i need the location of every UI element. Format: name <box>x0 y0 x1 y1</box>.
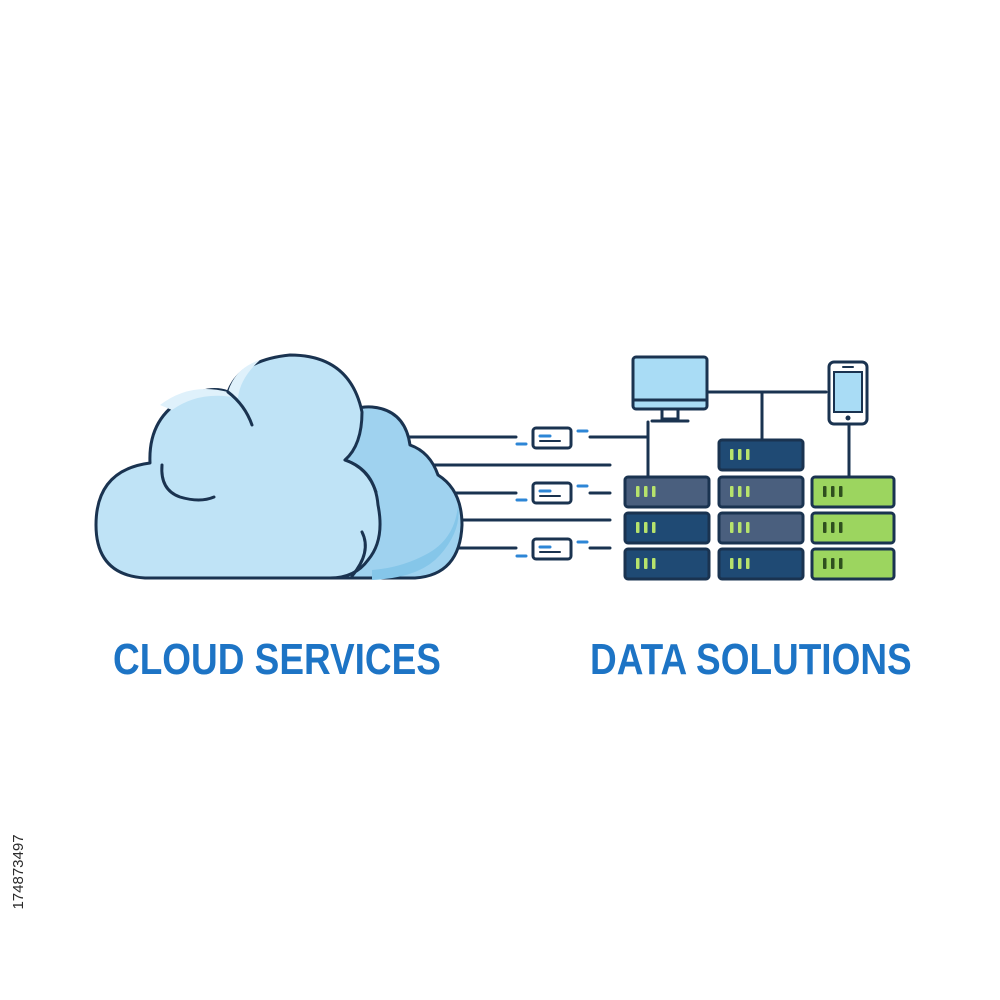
stock-id-strip: 174873497 <box>8 752 30 992</box>
cloud-highlight <box>160 360 260 410</box>
cloud-inner-curve-3 <box>343 458 378 494</box>
monitor-icon <box>631 355 709 423</box>
server-rack-icon <box>810 475 896 581</box>
cloud-icon <box>94 353 464 580</box>
cloud-services-caption: CLOUD SERVICES <box>113 635 441 684</box>
cloud-back-lobe-shade <box>372 505 459 580</box>
server-rack-icon <box>623 475 711 581</box>
data-packet-icon <box>515 426 589 450</box>
cloud-inner-curve-4 <box>350 530 367 578</box>
cloud-main-body <box>94 353 382 580</box>
data-packet-icon <box>515 481 589 505</box>
cloud-inner-curve-1 <box>226 390 254 427</box>
server-rack-icon <box>717 438 805 581</box>
data-packet-icon <box>515 537 589 561</box>
cloud-inner-curve-2 <box>160 463 216 502</box>
smartphone-icon <box>827 360 869 426</box>
stock-id-text: 174873497 <box>10 834 27 910</box>
data-packets <box>515 426 589 561</box>
data-solutions-caption: DATA SOLUTIONS <box>590 635 912 684</box>
server-racks <box>623 438 896 581</box>
connection-lines <box>406 390 851 550</box>
